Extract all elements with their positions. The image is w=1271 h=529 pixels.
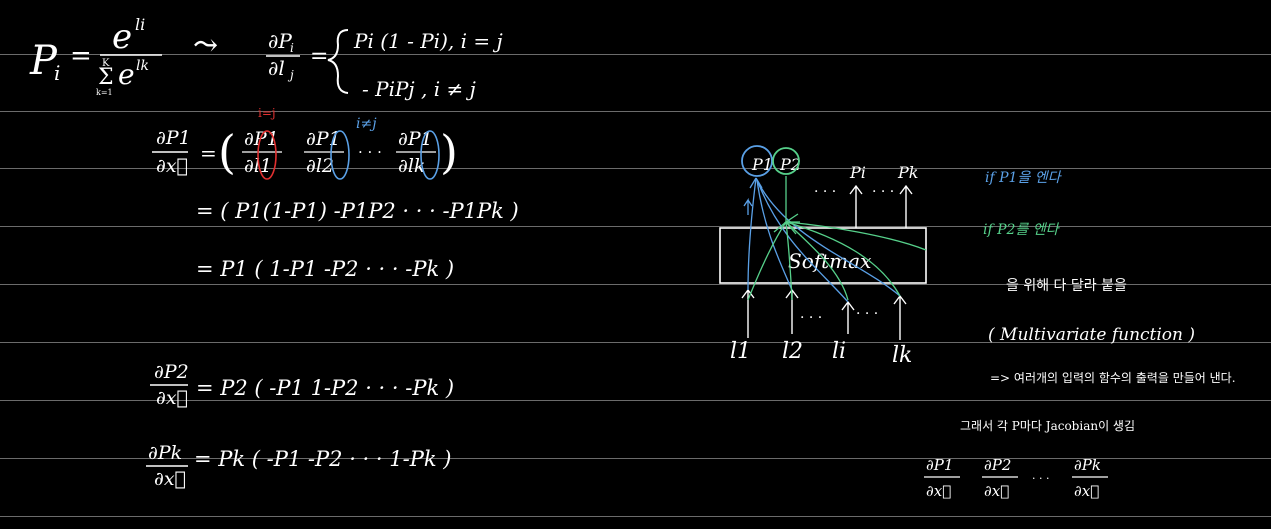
row-expression: = P2 ( -P1 1-P2 · · · -Pk ) bbox=[196, 376, 454, 400]
rule-line bbox=[0, 284, 1271, 285]
sum-symbol: Σ bbox=[98, 65, 114, 90]
rule-line bbox=[0, 226, 1271, 227]
jacobian-row-p2: ∂P2 ∂x⃗ = P2 ( -P1 1-P2 · · · -Pk ) bbox=[150, 361, 454, 409]
close-paren: ) bbox=[440, 125, 458, 179]
partial-numerator-sub: i bbox=[290, 41, 294, 55]
term-numerator: ∂P1 bbox=[306, 128, 341, 150]
korean-note-1: 을 위해 다 달라 붙을 bbox=[1006, 278, 1127, 294]
multivariate-note: ( Multivariate function ) bbox=[988, 325, 1195, 345]
output-pk: Pk bbox=[897, 163, 918, 182]
row1-term-group: ∂P1 ∂l1 ∂P1 ∂l2 · · · ∂P1 ∂lk bbox=[242, 128, 436, 177]
equals-sign: = bbox=[310, 44, 328, 69]
partial-denominator: ∂l bbox=[268, 56, 285, 80]
partial-denominator-sub: j bbox=[287, 68, 294, 82]
rule-line bbox=[0, 111, 1271, 112]
red-circle bbox=[257, 130, 277, 180]
term-numerator: ∂Pk bbox=[1074, 456, 1101, 474]
softmax-diagram: Softmax P1 P2 · · · Pi · · · Pk · · · bbox=[719, 145, 927, 368]
term-denominator: ∂l2 bbox=[306, 155, 334, 177]
equals-sign: = bbox=[70, 41, 92, 71]
term-numerator: ∂P1 bbox=[244, 128, 279, 150]
rule-line bbox=[0, 458, 1271, 459]
input-l1: l1 bbox=[730, 339, 751, 364]
p-i-subscript: i bbox=[54, 61, 60, 85]
blue-circle bbox=[330, 130, 350, 180]
denominator-e: e bbox=[118, 58, 135, 91]
row2-expression: = ( P1(1-P1) -P1P2 · · · -P1Pk ) bbox=[196, 199, 519, 223]
numerator-e: e bbox=[112, 17, 132, 57]
side-notes: if P1을 엔다 if P2를 엔다 을 위해 다 달라 붙을 ( Multi… bbox=[924, 170, 1236, 500]
final-term-group: ∂P1 ∂x⃗ ∂P2 ∂x⃗ · · · ∂Pk ∂x⃗ bbox=[924, 456, 1108, 500]
case-not-equal: - PiPj , i ≠ j bbox=[362, 77, 476, 101]
p-i-symbol: P bbox=[29, 38, 58, 84]
softmax-definition: P i = e li K Σ k=1 e lk ⤳ ∂P i ∂l j = Pi… bbox=[29, 15, 503, 101]
term-denominator: ∂x⃗ bbox=[1074, 482, 1099, 500]
input-lk: lk bbox=[892, 343, 912, 368]
sum-upper-limit: K bbox=[102, 58, 110, 69]
blue-circle bbox=[741, 145, 773, 177]
case-equal: Pi (1 - Pi), i = j bbox=[353, 29, 503, 53]
softmax-label: Softmax bbox=[788, 249, 871, 273]
denominator-exponent: lk bbox=[136, 58, 149, 74]
lhs-denominator: ∂x⃗ bbox=[156, 387, 188, 409]
rule-line bbox=[0, 400, 1271, 401]
input-arrows bbox=[741, 288, 907, 340]
green-flow-lines bbox=[747, 176, 927, 301]
row-expression: = Pk ( -P1 -P2 · · · 1-Pk ) bbox=[194, 447, 451, 471]
term-denominator: ∂x⃗ bbox=[984, 482, 1009, 500]
numerator-exponent: li bbox=[135, 15, 145, 34]
softmax-box bbox=[719, 227, 927, 284]
jacobian-note: 그래서 각 P마다 Jacobian이 생김 bbox=[960, 419, 1135, 433]
output-dots: · · · bbox=[872, 184, 894, 200]
term-denominator: ∂lk bbox=[398, 155, 425, 177]
green-note: if P2를 엔다 bbox=[983, 222, 1061, 238]
rule-line bbox=[0, 516, 1271, 517]
partial-numerator: ∂P bbox=[268, 29, 292, 53]
blue-flow-lines bbox=[743, 177, 901, 303]
blue-note: if P1을 엔다 bbox=[985, 170, 1063, 186]
ellipsis: · · · bbox=[358, 143, 382, 161]
term-numerator: ∂P1 bbox=[398, 128, 433, 150]
lhs-numerator: ∂P1 bbox=[156, 127, 191, 149]
green-circle bbox=[772, 147, 800, 175]
row3-expression: = P1 ( 1-P1 -P2 · · · -Pk ) bbox=[196, 257, 454, 281]
input-l2: l2 bbox=[782, 339, 803, 364]
rule-line bbox=[0, 168, 1271, 169]
sum-lower-limit: k=1 bbox=[96, 88, 113, 97]
term-denominator: ∂l1 bbox=[244, 155, 272, 177]
blue-circle bbox=[420, 130, 440, 180]
left-brace bbox=[327, 29, 349, 94]
open-paren: ( bbox=[218, 125, 236, 179]
red-annotation: i=j bbox=[258, 106, 276, 120]
equals-sign: = bbox=[200, 141, 217, 165]
input-dots: · · · bbox=[856, 306, 878, 322]
lhs-denominator: ∂x⃗ bbox=[156, 155, 188, 177]
jacobian-row-p1: i=j i≠j ∂P1 ∂x⃗ = ( ∂P1∂l1∂P1∂l2· · ·∂P1… bbox=[152, 106, 519, 281]
term-numerator: ∂P2 bbox=[984, 456, 1011, 474]
jacobian-row-pk: ∂Pk ∂x⃗ = Pk ( -P1 -P2 · · · 1-Pk ) bbox=[146, 442, 451, 490]
input-dots: · · · bbox=[800, 310, 822, 326]
term-denominator: ∂x⃗ bbox=[926, 482, 951, 500]
output-dots: · · · bbox=[814, 184, 836, 200]
lhs-numerator: ∂Pk bbox=[148, 442, 182, 464]
ellipsis: · · · bbox=[1032, 472, 1049, 485]
rule-line bbox=[0, 54, 1271, 55]
lhs-denominator: ∂x⃗ bbox=[154, 468, 186, 490]
blue-annotation: i≠j bbox=[356, 116, 377, 132]
output-p1: P1 bbox=[751, 155, 773, 174]
input-li: li bbox=[832, 339, 846, 364]
output-pi: Pi bbox=[849, 163, 866, 182]
output-arrows bbox=[849, 184, 913, 228]
rule-line bbox=[0, 342, 1271, 343]
korean-note-2: => 여러개의 입력의 함수의 출력을 만들어 낸다. bbox=[990, 371, 1236, 385]
lhs-numerator: ∂P2 bbox=[154, 361, 189, 383]
term-numerator: ∂P1 bbox=[926, 456, 953, 474]
arrow-icon: ⤳ bbox=[193, 28, 218, 63]
